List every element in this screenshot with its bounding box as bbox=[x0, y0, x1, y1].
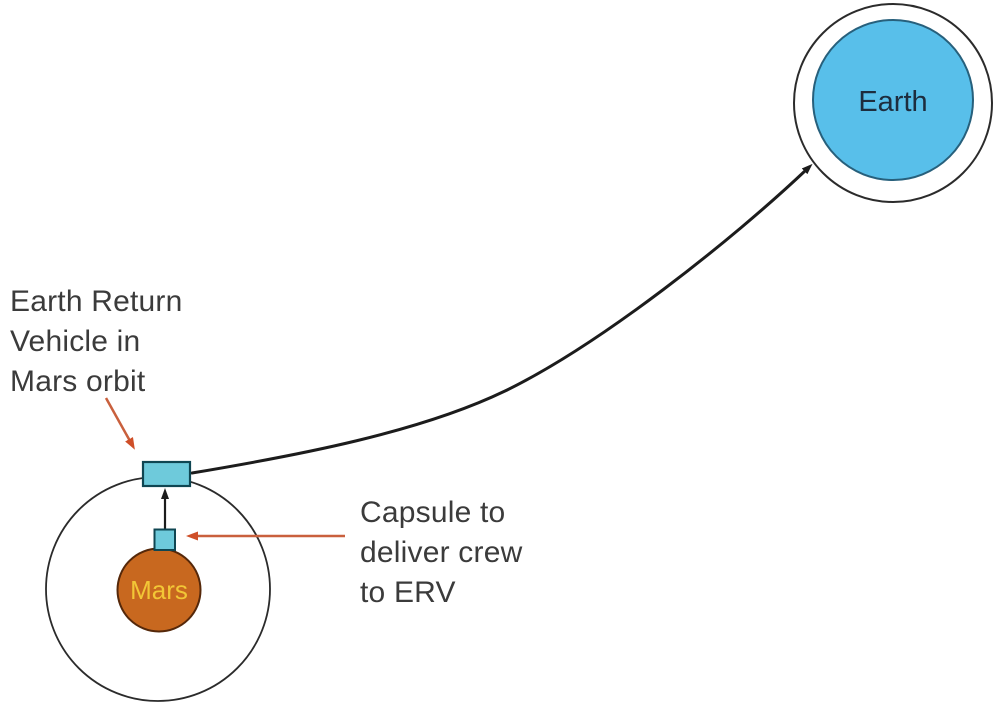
erv-annotation-line: Earth Return bbox=[10, 285, 183, 318]
capsule-marker bbox=[153, 528, 176, 551]
erv-annotation-line: Vehicle in bbox=[10, 325, 141, 358]
earth-label: Earth bbox=[858, 86, 927, 118]
mars-label: Mars bbox=[130, 575, 188, 605]
earth-circle bbox=[812, 19, 974, 181]
erv-annotation-text: Earth Return Vehicle in Mars orbit bbox=[10, 282, 182, 402]
capsule-annotation-text: Capsule to deliver crew to ERV bbox=[360, 493, 522, 613]
capsule-annotation-line: to ERV bbox=[360, 576, 456, 609]
erv-marker bbox=[141, 460, 192, 488]
capsule-annotation-line: Capsule to bbox=[360, 496, 506, 529]
erv-annotation-line: Mars orbit bbox=[10, 365, 146, 398]
erv-annotation-arrow bbox=[104, 397, 135, 450]
transfer-trajectory-arrow bbox=[190, 163, 813, 475]
earth-orbit-circle bbox=[793, 3, 993, 203]
capsule-annotation-line: deliver crew bbox=[360, 536, 523, 569]
